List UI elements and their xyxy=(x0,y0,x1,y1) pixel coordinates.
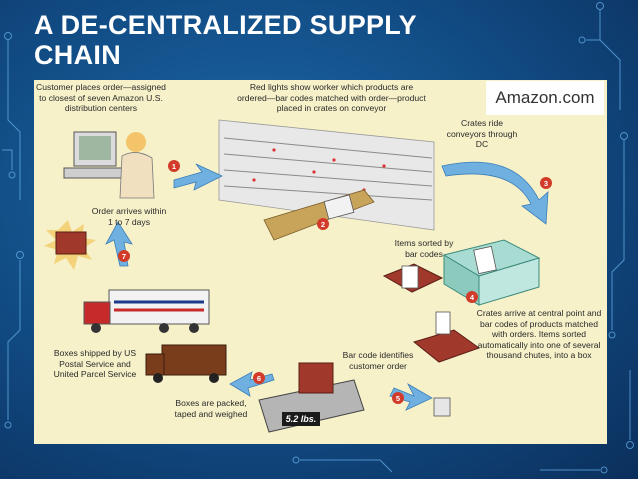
step-markers xyxy=(118,160,552,404)
caption-items-sorted: Items sorted by bar codes xyxy=(394,238,454,259)
brand-label: Amazon.com xyxy=(486,81,604,115)
parcel-van xyxy=(145,344,227,383)
arrow-step-3 xyxy=(441,161,549,225)
caption-red-lights: Red lights show worker which products ar… xyxy=(237,82,426,113)
supply-chain-illustration: 1 2 3 4 5 6 7 xyxy=(44,119,552,433)
scale-readout: 5.2 lbs. xyxy=(282,412,320,426)
customer-at-computer xyxy=(63,131,155,199)
caption-crates-arrive: Crates arrive at central point and bar c… xyxy=(476,308,602,360)
supply-chain-figure: 1 2 3 4 5 6 7 Amazon.com 5.2 lbs. Custom… xyxy=(34,80,607,444)
flow-arrows xyxy=(105,161,549,411)
step-number-1: 1 xyxy=(172,162,176,171)
warehouse-shelves xyxy=(218,119,435,241)
caption-bar-code: Bar code identifies customer order xyxy=(342,350,414,371)
sorting-crates xyxy=(382,239,541,417)
step-number-2: 2 xyxy=(321,220,325,229)
postal-truck xyxy=(83,289,210,333)
slide-title: A DE-CENTRALIZED SUPPLY CHAIN xyxy=(34,10,417,70)
step-number-4: 4 xyxy=(470,293,475,302)
caption-order-placed: Customer places order—assigned to closes… xyxy=(36,82,166,113)
delivered-box xyxy=(44,220,96,270)
step-number-7: 7 xyxy=(122,252,126,261)
arrow-step-1 xyxy=(173,163,223,191)
caption-boxes-shipped: Boxes shipped by US Postal Service and U… xyxy=(53,348,137,379)
caption-order-arrives: Order arrives within 1 to 7 days xyxy=(91,206,167,227)
caption-crates-ride: Crates ride conveyors through DC xyxy=(446,118,518,149)
caption-boxes-packed: Boxes are packed, taped and weighed xyxy=(174,398,248,419)
step-number-3: 3 xyxy=(544,179,548,188)
step-number-5: 5 xyxy=(396,394,400,403)
arrow-step-6 xyxy=(229,371,275,397)
step-number-6: 6 xyxy=(257,374,261,383)
